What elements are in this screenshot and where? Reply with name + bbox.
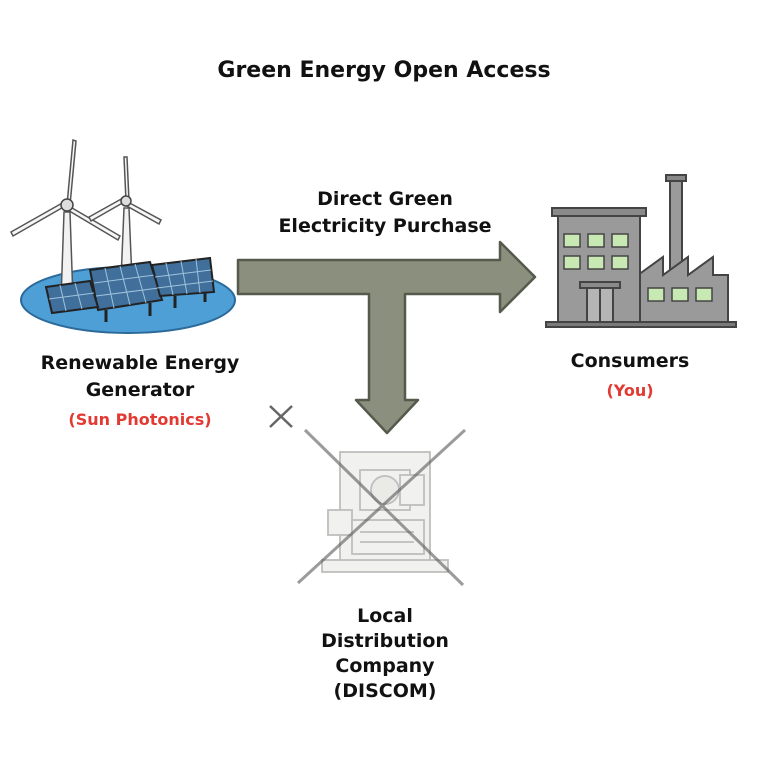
- crossed-out-substation-icon: [321, 451, 449, 573]
- cross-out-mark: [296, 428, 467, 587]
- flow-arrow: [236, 240, 537, 435]
- wind-turbines-solar-panels-icon: [10, 138, 236, 334]
- factory-building-icon: [545, 174, 737, 328]
- flow-label: Direct Green Electricity Purchase: [278, 188, 492, 237]
- diagram-title: Green Energy Open Access: [217, 58, 551, 83]
- consumer-label: Consumers (You): [530, 348, 730, 404]
- generator-company: (Sun Photonics): [68, 410, 212, 429]
- discom-label: Local Distribution Company (DISCOM): [321, 605, 449, 702]
- generator-label: Renewable Energy Generator (Sun Photonic…: [20, 350, 260, 433]
- close-icon: [269, 405, 293, 428]
- consumer-note: (You): [606, 381, 654, 400]
